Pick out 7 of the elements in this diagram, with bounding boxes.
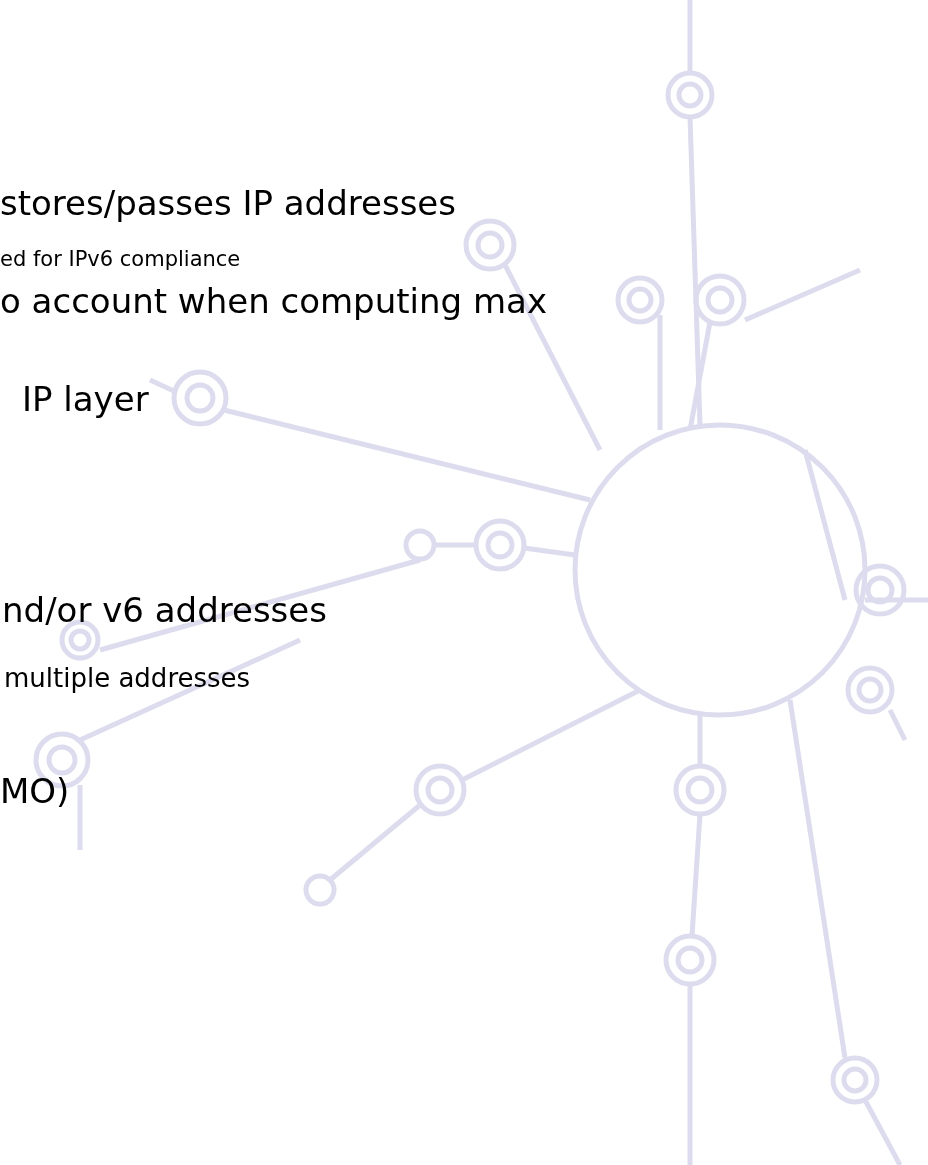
text-line: stores/passes IP addresses [0,182,456,225]
text-line: multiple addresses [4,662,251,695]
text-line: ed for IPv6 compliance [0,246,241,273]
text-line: MO) [0,770,70,813]
text-line: IP layer [22,378,149,421]
text-line: nd/or v6 addresses [2,589,327,632]
text-line: o account when computing max [0,280,548,323]
